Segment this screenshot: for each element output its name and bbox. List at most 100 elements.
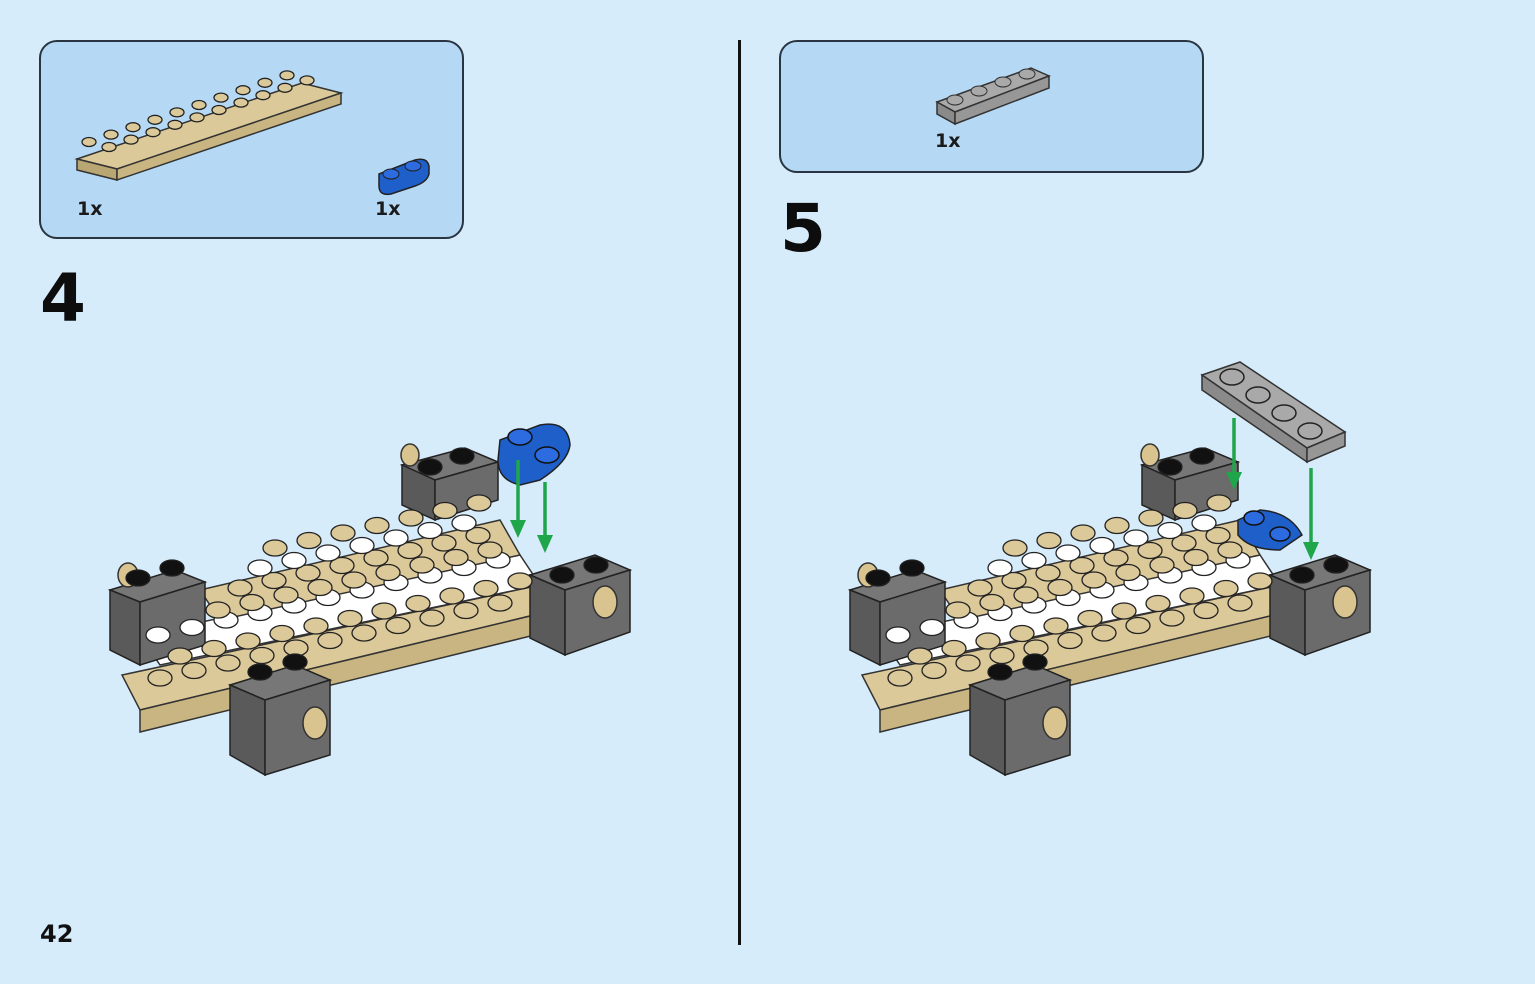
stud	[299, 75, 315, 86]
parts-list-step-5: 1x	[779, 40, 1204, 173]
stud	[383, 529, 409, 547]
stud	[145, 127, 161, 138]
stud	[1217, 541, 1243, 559]
stud	[473, 579, 499, 598]
stud	[227, 579, 253, 597]
stud	[329, 556, 355, 575]
stud	[1247, 572, 1273, 590]
stud	[279, 70, 295, 81]
stud	[363, 549, 389, 567]
stud	[1157, 458, 1183, 476]
stud	[1172, 501, 1198, 520]
stud	[987, 559, 1013, 577]
stud	[549, 566, 575, 584]
stud	[453, 601, 479, 620]
stud	[449, 447, 475, 465]
stud	[103, 129, 119, 140]
stud	[1289, 566, 1315, 584]
stud	[1021, 551, 1047, 570]
stud	[315, 544, 341, 562]
step-number: 5	[780, 190, 826, 267]
stud	[1055, 544, 1081, 562]
stud	[330, 524, 356, 542]
step-4-model-illustration	[107, 423, 633, 777]
stud	[885, 626, 911, 644]
stud	[282, 653, 308, 671]
stud	[1043, 617, 1069, 635]
stud	[1089, 536, 1115, 555]
stud	[989, 646, 1015, 665]
stud	[169, 107, 185, 118]
stud	[349, 536, 375, 555]
parts-list-step-4: 1x 1x	[39, 40, 464, 239]
stud	[1323, 556, 1349, 574]
stud	[1123, 529, 1149, 547]
stud	[1183, 548, 1209, 567]
stud	[941, 639, 967, 658]
stud	[1159, 609, 1185, 627]
stud	[398, 509, 424, 527]
stud	[181, 661, 207, 680]
stud	[1036, 531, 1062, 550]
stud	[277, 82, 293, 93]
stud	[405, 594, 431, 613]
stud	[1145, 594, 1171, 613]
stud	[371, 602, 397, 620]
stud	[1206, 494, 1232, 512]
stud	[239, 593, 265, 612]
stud	[337, 609, 363, 628]
stud	[262, 539, 288, 557]
stud	[1022, 653, 1048, 671]
part-qty: 1x	[935, 130, 961, 152]
stud	[417, 521, 443, 540]
stud	[1035, 564, 1061, 582]
stud	[249, 646, 275, 665]
stud	[967, 579, 993, 597]
stud	[1057, 631, 1083, 650]
stud	[583, 556, 609, 574]
stud	[865, 569, 891, 587]
stud	[419, 609, 445, 627]
stud	[417, 458, 443, 476]
stud	[247, 559, 273, 577]
stud	[465, 526, 491, 545]
page-divider	[738, 40, 741, 945]
stud	[1115, 563, 1141, 582]
stud	[159, 559, 185, 577]
stud	[409, 556, 435, 574]
stud	[979, 593, 1005, 612]
stud	[987, 663, 1013, 681]
step-number: 4	[40, 260, 86, 337]
stud	[1002, 539, 1028, 557]
page-number: 42	[40, 920, 74, 948]
stud	[955, 654, 981, 672]
stud	[1081, 571, 1107, 589]
stud	[281, 551, 307, 570]
stud	[145, 626, 171, 644]
stud	[1189, 447, 1215, 465]
stud	[125, 122, 141, 133]
stud	[1213, 579, 1239, 598]
stud	[507, 572, 533, 590]
stud	[1138, 509, 1164, 527]
stud	[167, 647, 193, 665]
stud	[255, 90, 271, 101]
stud	[1111, 602, 1137, 620]
tan-plate-2x10-icon	[74, 70, 344, 182]
stud	[1191, 514, 1217, 532]
stud	[466, 494, 492, 512]
stud	[397, 541, 423, 560]
stud	[899, 559, 925, 577]
stud	[1157, 521, 1183, 540]
gray-plate-1x4-icon	[935, 67, 1051, 126]
stud	[233, 97, 249, 108]
stud	[125, 569, 151, 587]
stud	[1009, 624, 1035, 643]
stud	[439, 587, 465, 605]
stud	[273, 586, 299, 604]
stud	[487, 594, 513, 612]
stud	[213, 92, 229, 103]
stud	[431, 534, 457, 552]
stud	[907, 647, 933, 665]
stud	[211, 104, 227, 116]
